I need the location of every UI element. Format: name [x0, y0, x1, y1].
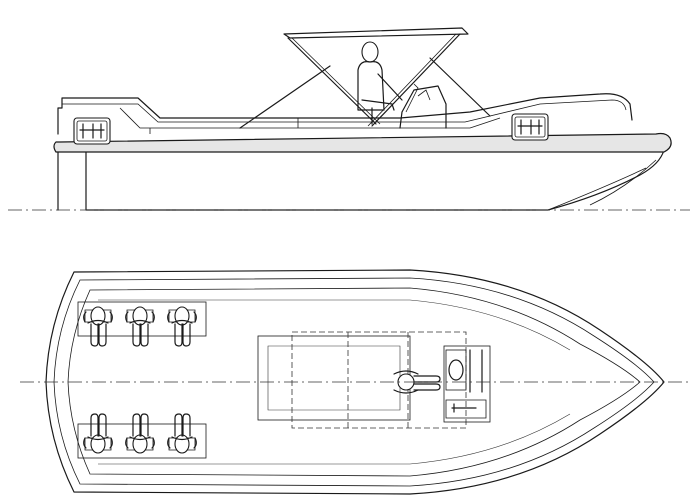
side-elevation-view [8, 27, 690, 211]
plan-deck-line [67, 287, 641, 477]
gunwale-line [62, 99, 627, 123]
aft-seat-bench [77, 423, 207, 459]
hull-side [57, 149, 665, 211]
passenger-1 [83, 306, 113, 347]
helm-console [399, 85, 447, 129]
windscreen [405, 83, 431, 113]
hull-topsides [57, 93, 633, 135]
center-hatch [257, 335, 411, 421]
rub-rail [53, 132, 672, 153]
passenger-5 [126, 414, 155, 453]
passenger-3 [167, 306, 197, 347]
helmsman-side [357, 41, 403, 125]
stern-cleat [511, 113, 549, 141]
bimini-frame [239, 33, 491, 129]
deck-line [119, 107, 501, 134]
passenger-6 [168, 414, 197, 453]
passenger-2 [125, 306, 155, 347]
bimini-canopy [283, 27, 469, 39]
passenger-4 [84, 414, 113, 453]
forward-seat-bench [77, 301, 207, 337]
bow-cleat [73, 117, 111, 145]
hull-chine-line [547, 159, 657, 211]
plan-hull-outline [45, 269, 665, 495]
plan-gunwale-inner [98, 299, 571, 465]
top-plan-view [20, 269, 690, 495]
plan-console [443, 345, 491, 423]
